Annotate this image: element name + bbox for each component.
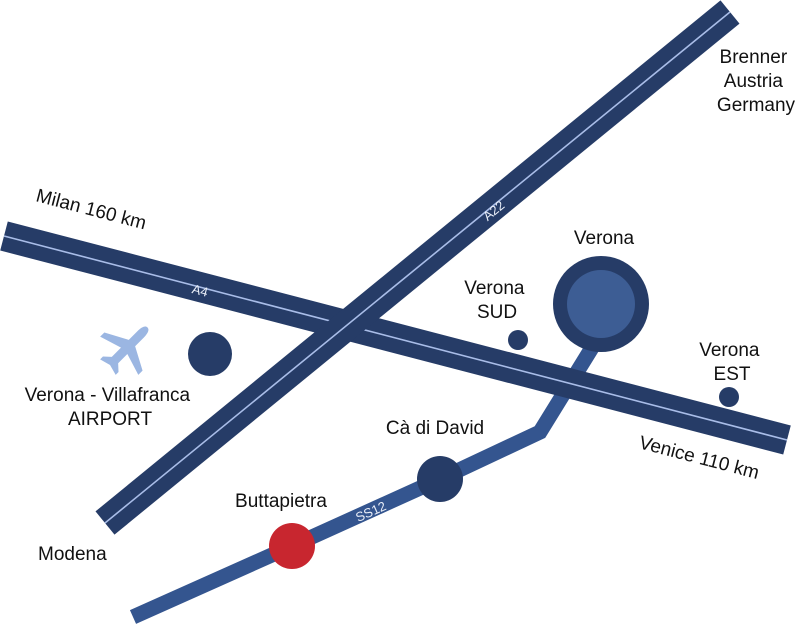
- brenner-label: Brenner Austria Germany: [717, 47, 796, 116]
- buttapietra-label: Buttapietra: [235, 491, 327, 512]
- a4-label: A4: [191, 281, 210, 300]
- modena-label: Modena: [38, 544, 107, 565]
- verona-sud-label: Verona SUD: [464, 278, 530, 323]
- a4-motorway: [0, 221, 791, 455]
- ca-di-david-marker: [417, 456, 463, 502]
- verona-est-marker: [719, 387, 739, 407]
- milan-label: Milan 160 km: [34, 186, 149, 235]
- verona-est-label: Verona EST: [699, 340, 765, 385]
- verona-sud-marker: [508, 330, 528, 350]
- airplane-icon: [100, 326, 149, 375]
- airport-label: Verona - Villafranca AIRPORT: [25, 385, 196, 430]
- airport-marker: [188, 332, 232, 376]
- ca-di-david-label: Cà di David: [386, 418, 484, 439]
- a22-motorway: [95, 0, 740, 535]
- verona-city-marker: [553, 256, 649, 352]
- buttapietra-marker: [269, 523, 315, 569]
- verona-label: Verona: [574, 228, 635, 249]
